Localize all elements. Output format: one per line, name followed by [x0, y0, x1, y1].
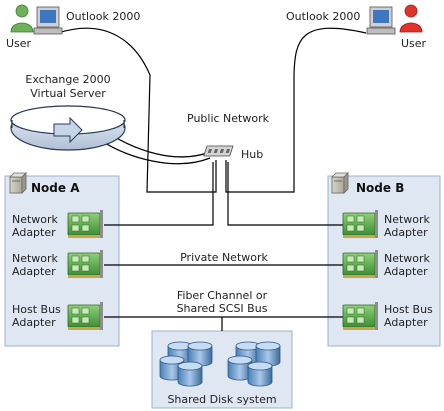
right-user-icon — [399, 4, 423, 33]
node-b-hba-label-l1: Host Bus — [384, 303, 433, 316]
node-b-host-bus-adapter-icon — [342, 301, 379, 331]
fiber-channel-label-l1: Fiber Channel or — [177, 289, 268, 302]
node-a-hba-label-l2: Adapter — [12, 316, 56, 329]
node-a-hba-label-l1: Host Bus — [12, 303, 61, 316]
outlook-left-label: Outlook 2000 — [66, 10, 140, 23]
hub-to-node-a — [104, 162, 214, 226]
node-b-hba-label-l2: Adapter — [384, 316, 428, 329]
outlook-right-label: Outlook 2000 — [286, 10, 360, 23]
node-b-net-adapter-2-label-l2: Adapter — [384, 265, 428, 278]
node-a-host-bus-adapter-icon — [67, 301, 104, 331]
shared-disk-label: Shared Disk system — [167, 393, 276, 406]
public-network-label: Public Network — [187, 112, 270, 125]
right-user-link — [225, 27, 367, 193]
hub-to-node-b — [227, 162, 346, 226]
left-user-link — [57, 27, 217, 193]
node-a-server-icon — [9, 172, 27, 194]
node-a-net-adapter-2-label-l2: Adapter — [12, 265, 56, 278]
node-a-network-adapter-1-icon — [67, 209, 104, 239]
node-b-network-adapter-2-icon — [342, 249, 379, 279]
private-network-label: Private Network — [180, 251, 268, 264]
user-left-label: User — [6, 37, 32, 50]
disk-array-right-icon — [227, 341, 281, 387]
node-b-title: Node B — [356, 181, 404, 195]
left-user-icon — [10, 4, 34, 33]
exchange-label-line1: Exchange 2000 — [25, 73, 110, 86]
node-a-net-adapter-2-label-l1: Network — [12, 252, 59, 265]
node-b-net-adapter-1-label-l1: Network — [384, 213, 431, 226]
node-b-server-icon — [331, 172, 349, 194]
node-a-network-adapter-2-icon — [67, 249, 104, 279]
hub-label: Hub — [241, 148, 263, 161]
left-computer-icon — [33, 6, 63, 35]
exchange-label-line2: Virtual Server — [30, 87, 106, 100]
user-right-label: User — [401, 37, 427, 50]
fiber-channel-label-l2: Shared SCSI Bus — [177, 302, 268, 315]
right-computer-icon — [366, 6, 396, 35]
node-a-net-adapter-1-label-l1: Network — [12, 213, 59, 226]
node-b-net-adapter-1-label-l2: Adapter — [384, 226, 428, 239]
node-a-title: Node A — [31, 181, 80, 195]
node-b-network-adapter-1-icon — [342, 209, 379, 239]
node-a-net-adapter-1-label-l2: Adapter — [12, 226, 56, 239]
hub-icon — [203, 145, 234, 157]
node-b-net-adapter-2-label-l1: Network — [384, 252, 431, 265]
exchange-server-ring-icon — [10, 105, 126, 151]
